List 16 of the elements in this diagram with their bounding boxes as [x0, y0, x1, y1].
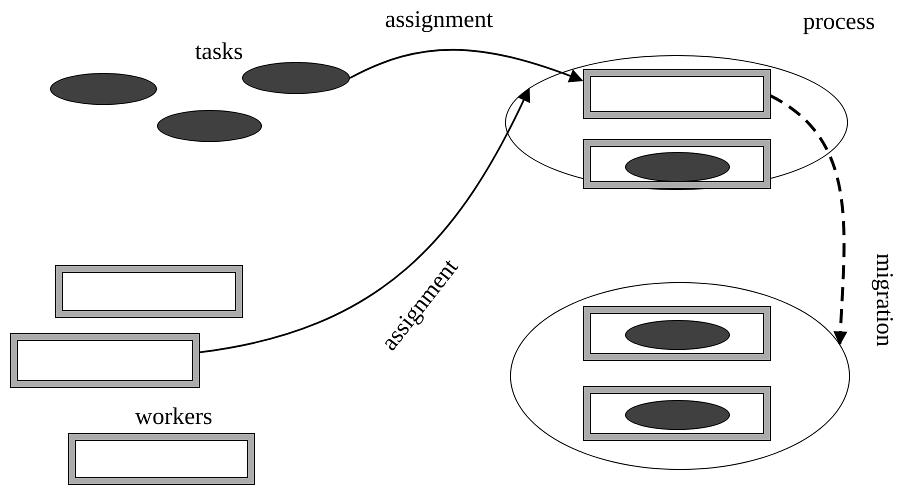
arrow [350, 48, 584, 83]
group-label: tasks [195, 40, 243, 64]
edge-label: migration [872, 253, 896, 347]
arrow [200, 88, 530, 354]
group-label: workers [135, 405, 212, 429]
task-ellipse [510, 282, 850, 470]
worker-box [10, 333, 200, 388]
worker-box [583, 306, 771, 361]
process-label: process [803, 10, 875, 34]
edge-label: assignment [385, 8, 493, 32]
arrow [769, 94, 848, 346]
worker-box [55, 265, 243, 318]
worker-box [68, 433, 255, 485]
worker-box [583, 139, 771, 189]
worker-box [583, 69, 771, 119]
worker-box [583, 386, 771, 441]
